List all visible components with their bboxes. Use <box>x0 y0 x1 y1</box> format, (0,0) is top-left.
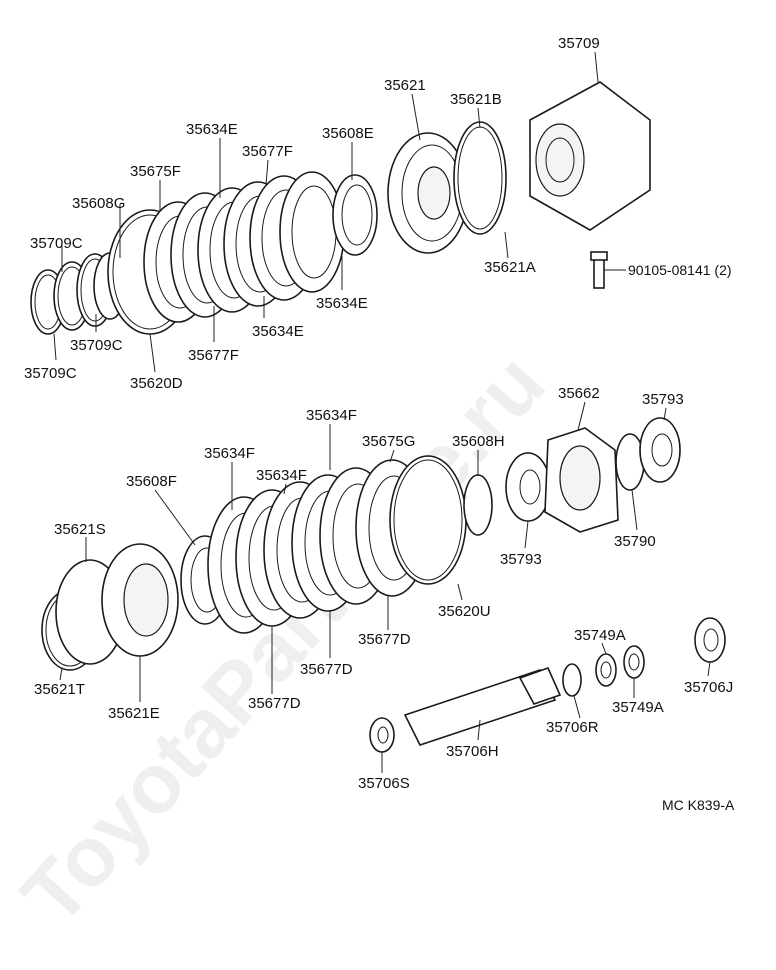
shaft-part <box>403 669 557 746</box>
thrust-washer-part <box>505 452 551 522</box>
lower-assembly <box>41 417 726 753</box>
part-label-35608h: 35608H <box>452 433 505 450</box>
part-label-35662: 35662 <box>558 385 600 402</box>
washer-part <box>369 717 395 753</box>
part-label-35749a-top: 35749A <box>574 627 626 644</box>
part-label-35620d: 35620D <box>130 375 183 392</box>
part-label-35677d-c: 35677D <box>248 695 301 712</box>
part-label-35677d-a: 35677D <box>358 631 411 648</box>
part-label-90105: 90105-08141 (2) <box>628 262 732 278</box>
part-label-35749a-b: 35749A <box>612 699 664 716</box>
part-label-35608e: 35608E <box>322 125 374 142</box>
upper-assembly <box>30 81 651 335</box>
part-label-35634f-mid: 35634F <box>204 445 255 462</box>
part-label-35706h: 35706H <box>446 743 499 760</box>
part-label-35621t: 35621T <box>34 681 85 698</box>
part-label-35790: 35790 <box>614 533 656 550</box>
part-label-35621: 35621 <box>384 77 426 94</box>
part-label-35608f: 35608F <box>126 473 177 490</box>
spring-bearing-part <box>463 474 493 536</box>
part-label-35621e: 35621E <box>108 705 160 722</box>
part-label-35706j: 35706J <box>684 679 733 696</box>
part-label-35634e-r: 35634E <box>316 295 368 312</box>
part-label-35677d-b: 35677D <box>300 661 353 678</box>
part-label-35621a: 35621A <box>484 259 536 276</box>
part-label-35675f: 35675F <box>130 163 181 180</box>
part-label-35793-b: 35793 <box>500 551 542 568</box>
large-snap-ring-part <box>389 455 467 585</box>
part-label-35621b: 35621B <box>450 91 502 108</box>
part-label-35620u: 35620U <box>438 603 491 620</box>
part-label-35634e-b: 35634E <box>252 323 304 340</box>
washer-part <box>694 617 726 663</box>
part-label-35677f-b: 35677F <box>188 347 239 364</box>
part-label-35709c-b: 35709C <box>70 337 123 354</box>
thrust-washer-part <box>639 417 681 483</box>
leader-lines <box>53 51 711 773</box>
part-label-35677f-top: 35677F <box>242 143 293 160</box>
part-label-35675g: 35675G <box>362 433 415 450</box>
part-label-35608g: 35608G <box>72 195 125 212</box>
part-label-35634f-low: 35634F <box>256 467 307 484</box>
washer-part <box>595 653 617 687</box>
washer-part <box>562 663 582 697</box>
part-label-35709: 35709 <box>558 35 600 52</box>
washer-part <box>623 645 645 679</box>
spring-bearing-part <box>332 174 378 256</box>
part-label-35793-top: 35793 <box>642 391 684 408</box>
bolt-part <box>593 257 605 289</box>
part-label-35621s: 35621S <box>54 521 106 538</box>
part-label-35709c-a: 35709C <box>30 235 83 252</box>
part-label-35706r: 35706R <box>546 719 599 736</box>
part-labels: 35709 35621 35621B 35634E 35608E 35677F … <box>24 35 735 813</box>
seal-ring-part <box>453 121 507 235</box>
part-label-35709c-c: 35709C <box>24 365 77 382</box>
part-label-35706s: 35706S <box>358 775 410 792</box>
reference-code: MC K839-A <box>662 797 735 813</box>
part-label-35634e-top: 35634E <box>186 121 238 138</box>
part-label-35634f-top: 35634F <box>306 407 357 424</box>
